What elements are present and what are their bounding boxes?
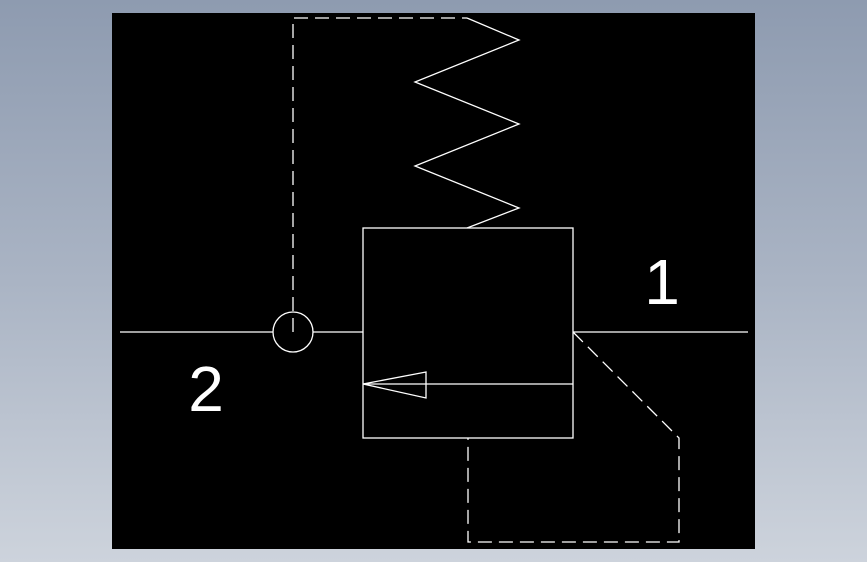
pilot-line: [292, 17, 467, 332]
flow-arrow: [362, 371, 427, 399]
spring: [413, 17, 521, 229]
junction-circle: [272, 311, 314, 353]
valve-body: [362, 227, 574, 439]
cad-viewport[interactable]: [112, 13, 755, 549]
drain-line: [467, 331, 680, 543]
port-label-1: 1: [644, 246, 680, 318]
port-label-2: 2: [188, 353, 224, 425]
